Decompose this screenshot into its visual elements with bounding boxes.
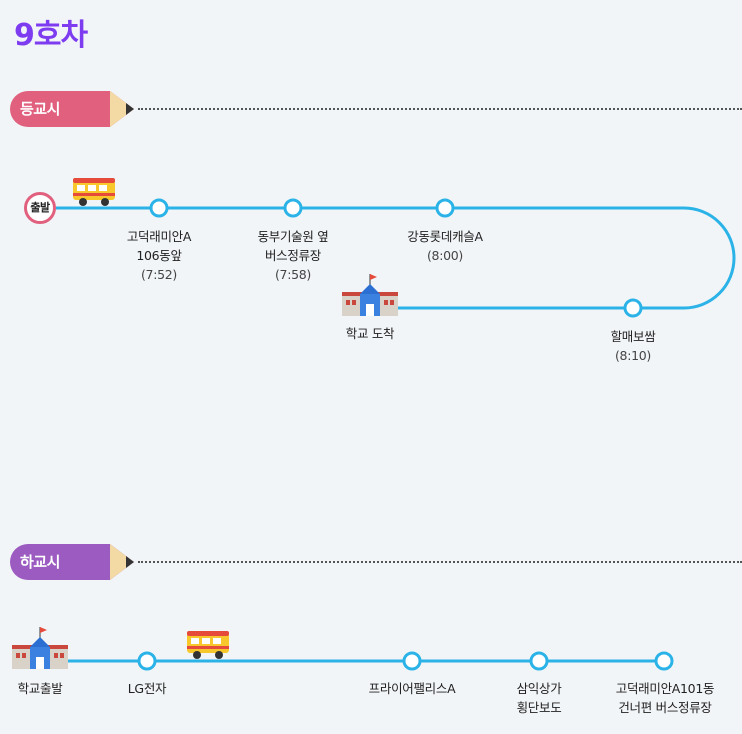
afternoon-tag [10,544,134,580]
stop-label: 프라이어팰리스A [368,681,456,696]
morning-route-line [56,206,736,310]
stop-label: 고덕래미안A 106동앞 (7:52) [126,229,192,282]
morning-divider [138,108,742,110]
stop-circle-icon [283,198,303,218]
stop-label: 강동롯데캐슬A (8:00) [407,229,483,263]
afternoon-divider [138,561,742,563]
school-bus-icon [73,178,115,206]
school-building-icon [342,274,398,316]
stop-circle-icon [137,651,157,671]
stop-label: 학교출발 [17,681,63,696]
school-building-icon [12,627,68,669]
stop-circle-icon [654,651,674,671]
stop-label: 삼익상가 횡단보도 [516,681,562,715]
stop-circle-icon [149,198,169,218]
school-arrival-label: 학교 도착 [345,326,395,341]
morning-tag-label: 등교시 [20,100,60,118]
start-badge: 출발 [24,192,56,224]
stop-circle-icon [623,298,643,318]
stop-label: LG전자 [127,681,167,696]
stop-circle-icon [402,651,422,671]
stop-circle-icon [435,198,455,218]
afternoon-tag-label: 하교시 [20,553,60,571]
morning-tag [10,91,134,127]
stop-label: 고덕래미안A101동 건너편 버스정류장 [615,681,715,715]
page-title: 9호차 [14,18,88,53]
stop-circle-icon [529,651,549,671]
stop-label: 동부기술원 옆 버스정류장 (7:58) [257,229,329,282]
stop-label: 할매보쌈 (8:10) [610,329,656,363]
school-bus-icon [187,631,229,659]
